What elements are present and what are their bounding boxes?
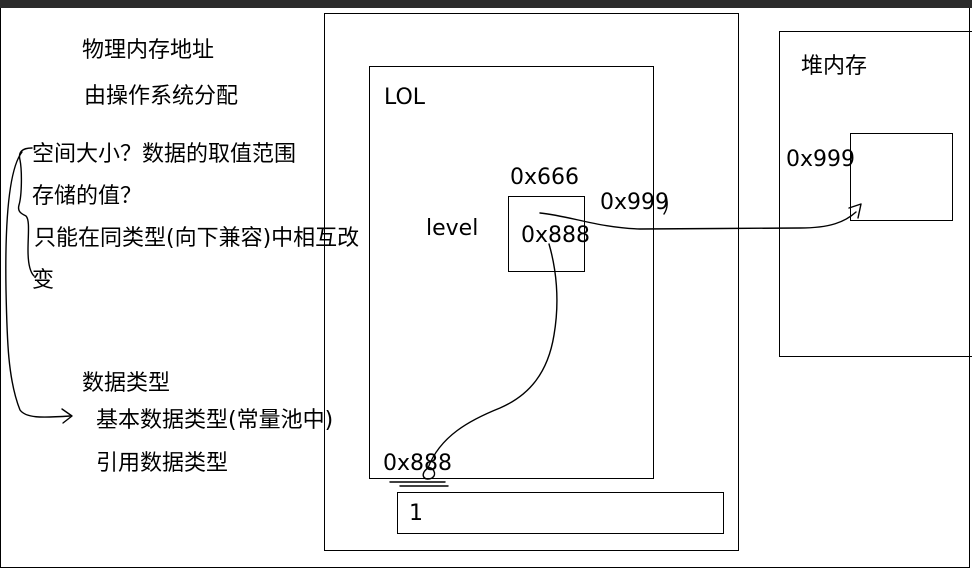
- field-value-label: 0x888: [521, 223, 591, 248]
- bottom-address-label: 0x888: [383, 451, 453, 476]
- stored-value-note: 存储的值？: [32, 184, 143, 209]
- data-types-heading: 数据类型: [82, 371, 171, 396]
- outer-frame-box: [324, 13, 739, 551]
- heap-object-box: [850, 133, 953, 221]
- reference-types-item: 引用数据类型: [96, 451, 229, 476]
- same-type-change-note-cont: 变: [32, 268, 55, 293]
- canvas-frame: [0, 8, 970, 568]
- physical-memory-note: 物理内存地址: [82, 38, 215, 63]
- top-bar: [0, 0, 972, 8]
- lol-label: LOL: [384, 85, 426, 110]
- heap-title: 堆内存: [801, 54, 868, 79]
- value-label: 1: [409, 501, 423, 526]
- field-address-label: 0x666: [510, 165, 580, 190]
- heap-address-label: 0x999: [786, 147, 856, 172]
- os-allocation-note: 由操作系统分配: [84, 84, 239, 109]
- heap-memory-box: [779, 31, 972, 357]
- ref-pointer-label: 0x999: [600, 190, 670, 215]
- value-box: [397, 492, 724, 534]
- lol-object-box: [369, 66, 654, 479]
- field-name-label: level: [426, 216, 479, 241]
- basic-types-item: 基本数据类型(常量池中): [96, 408, 334, 433]
- same-type-change-note: 只能在同类型(向下兼容)中相互改: [34, 226, 360, 251]
- space-size-note: 空间大小？数据的取值范围: [32, 142, 297, 167]
